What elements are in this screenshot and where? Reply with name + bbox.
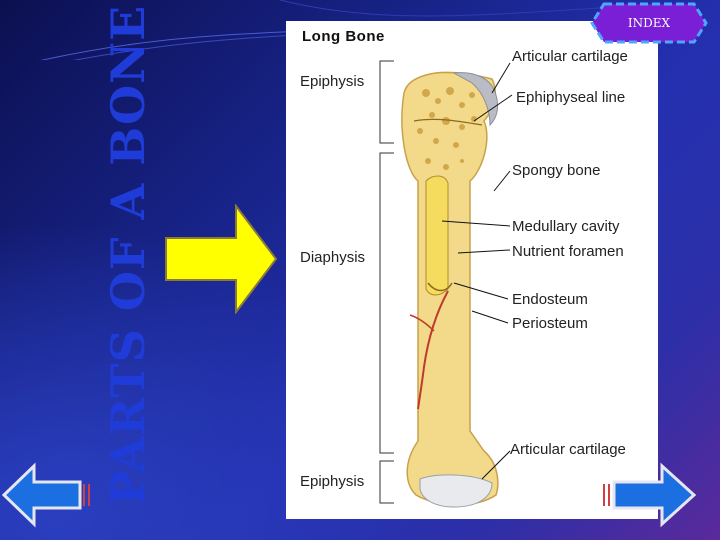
label-nutrient-foramen: Nutrient foramen — [512, 243, 624, 260]
long-bone-illustration — [379, 60, 513, 508]
index-label: INDEX — [627, 16, 671, 30]
yellow-right-arrow-icon — [165, 204, 278, 314]
diagram-heading: Long Bone — [302, 28, 385, 45]
label-diaphysis: Diaphysis — [300, 249, 366, 266]
index-button[interactable]: INDEX — [590, 2, 708, 44]
index-button-shape — [590, 2, 708, 44]
label-articular-cartilage-bottom: Articular cartilage — [510, 441, 626, 458]
label-epiphysis-top: Epiphysis — [300, 73, 365, 90]
back-arrow-icon[interactable] — [0, 462, 96, 528]
forward-arrow-icon[interactable] — [600, 462, 700, 528]
label-endosteum: Endosteum — [512, 291, 588, 308]
label-periosteum: Periosteum — [512, 315, 588, 332]
bone-diagram: Long Bone Epiphysis Diaphysis Epiphysis … — [286, 21, 658, 519]
slide-title: PARTS OF A BONE — [101, 4, 155, 505]
label-epiphysis-bottom: Epiphysis — [300, 473, 365, 490]
label-articular-cartilage-top: Articular cartilage — [512, 48, 628, 65]
label-spongy-bone: Spongy bone — [512, 162, 601, 179]
label-medullary-cavity: Medullary cavity — [512, 218, 620, 235]
label-epiphyseal-line: Ephiphyseal line — [516, 89, 626, 106]
